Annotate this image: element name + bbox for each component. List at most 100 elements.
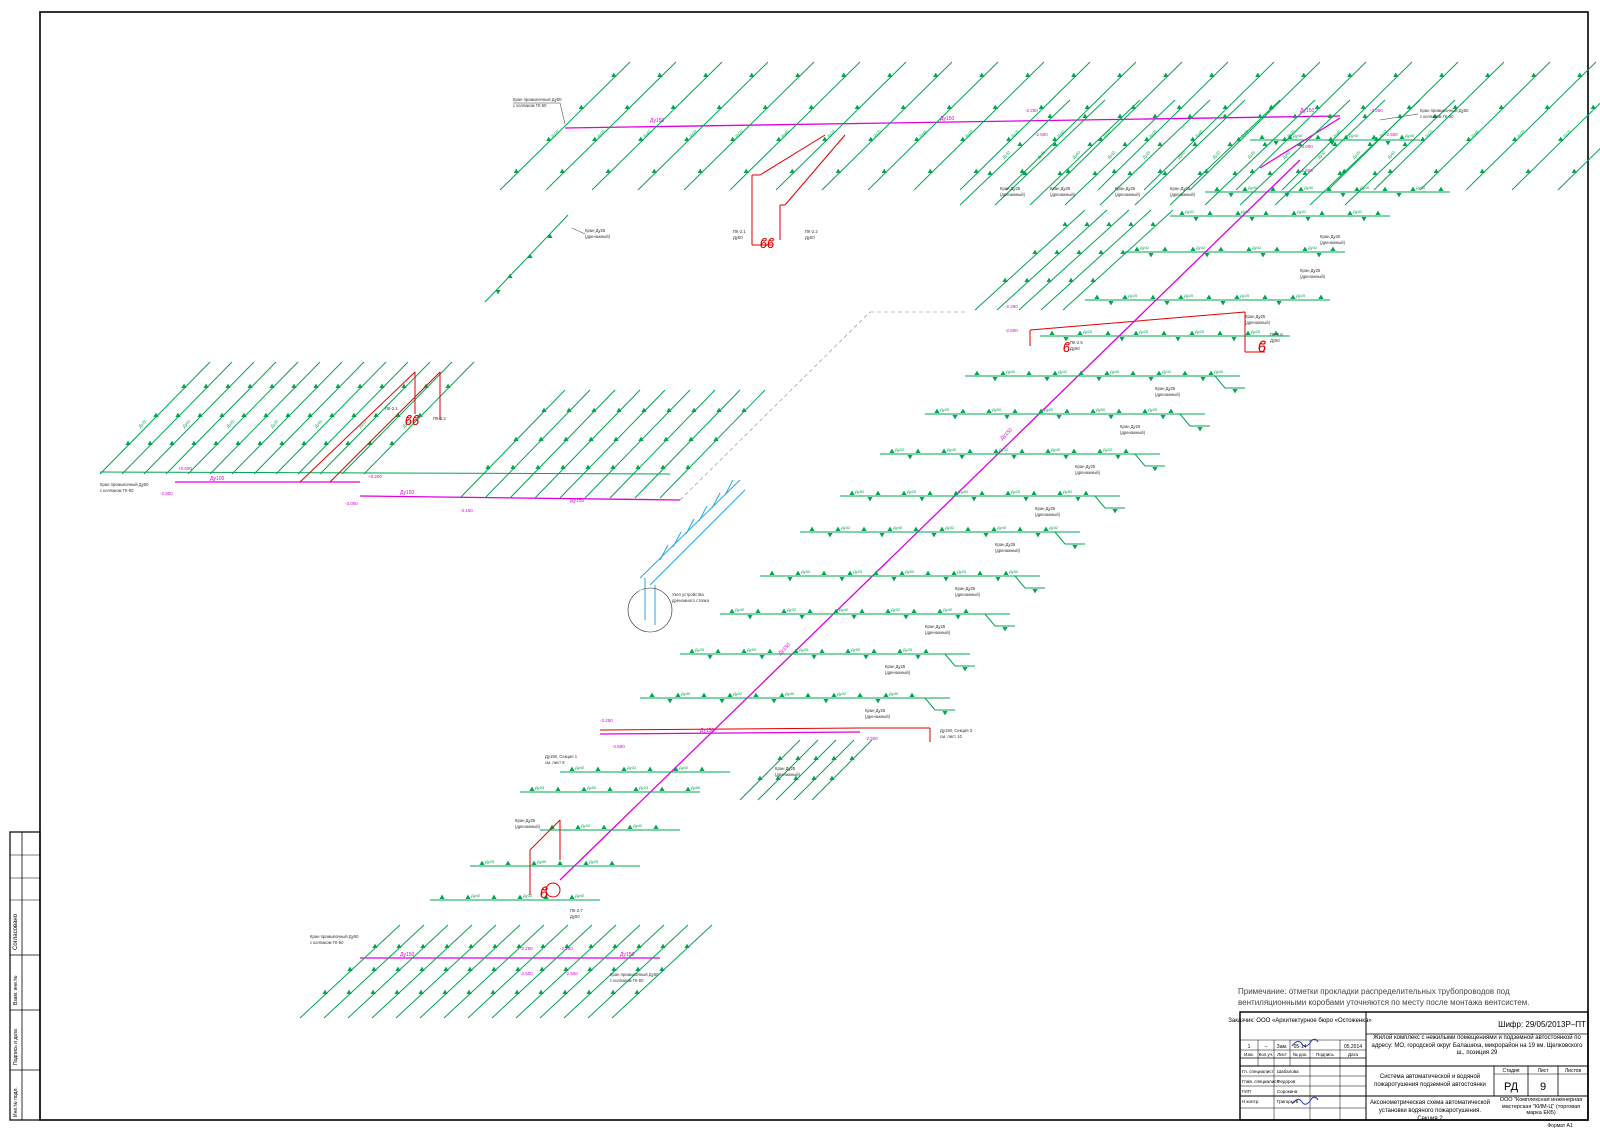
sprinkler-head-icon	[1329, 141, 1335, 146]
sprinkler-head-icon	[638, 136, 644, 141]
sprinkler-head-icon	[1297, 141, 1303, 146]
sprinkler-head-icon	[543, 894, 549, 899]
branch-pipe	[419, 924, 521, 1019]
sprinkler-head-icon	[329, 412, 335, 417]
sprinkler-head-icon	[418, 989, 424, 994]
sprinkler-head-icon	[466, 989, 472, 994]
sprinkler-head-icon	[927, 490, 933, 495]
branch-pipe	[637, 61, 769, 191]
sprinkler-head-icon	[827, 533, 833, 538]
sprinkler-head-icon	[675, 692, 681, 697]
branch-pipe	[1281, 61, 1413, 191]
sprinkler-head-icon	[401, 383, 407, 388]
detail-circle	[627, 587, 673, 633]
sprinkler-head-icon	[564, 943, 570, 948]
branch-label: Ду40	[1293, 133, 1303, 138]
sprinkler-head-icon	[973, 168, 979, 173]
branch-label: Ду32	[1103, 447, 1113, 452]
sprinkler-head-icon	[1302, 170, 1308, 175]
branch-label: Ду40	[1416, 185, 1426, 190]
sprinkler-head-icon	[1176, 104, 1182, 109]
sprinkler-head-icon	[505, 860, 511, 865]
tb-role: Гл. специалист	[1242, 1069, 1274, 1074]
sprinkler-head-icon	[685, 464, 691, 469]
branch-label: Ду50	[747, 647, 757, 652]
callout-text: (дренажный)	[995, 548, 1021, 553]
branch-pipe	[491, 924, 593, 1019]
sprinkler-head-icon	[1106, 221, 1112, 226]
branch-pipe	[587, 924, 689, 1019]
sprinkler-head-icon	[563, 966, 569, 971]
sprinkler-head-icon	[1292, 113, 1298, 118]
sprinkler-head-icon	[907, 455, 913, 460]
branch-label: Ду25	[903, 647, 913, 652]
sprinkler-head-icon	[1193, 217, 1199, 222]
sprinkler-head-icon	[1298, 186, 1304, 191]
sprinkler-head-icon	[1115, 455, 1121, 460]
elevation-label: +0.200	[368, 474, 382, 479]
sprinkler-head-icon	[301, 440, 307, 445]
branch-pipe	[1419, 61, 1551, 191]
callout-text: (дренажный)	[1170, 192, 1196, 197]
sprinkler-head-icon	[1267, 170, 1273, 175]
sprinkler-head-icon	[291, 383, 297, 388]
branch-label: Ду50	[959, 489, 969, 494]
sprinkler-head-icon	[1410, 186, 1416, 191]
sprinkler-head-icon	[835, 168, 841, 173]
sprinkler-head-icon	[1160, 415, 1166, 420]
tb-sheets-head: Листов	[1565, 1068, 1582, 1074]
sprinkler-head-icon	[927, 168, 933, 173]
sprinkler-head-icon	[1032, 249, 1038, 254]
sprinkler-head-icon	[1232, 389, 1238, 394]
branch-pipe	[913, 61, 1045, 191]
branch-label: Ду25	[1184, 293, 1194, 298]
sprinkler-head-icon	[491, 894, 497, 899]
sprinkler-head-icon	[943, 577, 949, 582]
sprinkler-head-icon	[395, 966, 401, 971]
branch-label: Ду32	[1058, 369, 1068, 374]
branch-label: Ду40	[575, 893, 585, 898]
branch-label: Ду40	[471, 893, 481, 898]
sprinkler-head-icon	[979, 72, 985, 77]
sprinkler-head-icon	[901, 490, 907, 495]
sprinkler-head-icon	[1192, 141, 1198, 146]
sprinkler-head-icon	[1032, 589, 1038, 594]
branch-pipe	[559, 389, 666, 499]
branch-label: Ду32	[841, 525, 851, 530]
sprinkler-head-icon	[887, 526, 893, 531]
tb-sheet-title-wrap: Аксонометрическая схема автоматической у…	[1370, 1100, 1490, 1120]
callout-text: Кран промывочный Ду50	[1420, 108, 1469, 113]
branch-pipe	[484, 214, 569, 303]
sprinkler-head-icon	[634, 989, 640, 994]
callout-text: Кран Ду25	[1075, 464, 1096, 469]
sprinkler-head-icon	[439, 894, 445, 899]
branch-pipe	[739, 739, 801, 801]
sprinkler-head-icon	[540, 943, 546, 948]
branch-pipe	[757, 739, 819, 801]
elevation-label: -2.250	[1370, 108, 1383, 113]
sprinkler-head-icon	[125, 440, 131, 445]
sprinkler-head-icon	[833, 608, 839, 613]
callout-text: Кран Ду25	[515, 818, 536, 823]
sprinkler-head-icon	[897, 648, 903, 653]
tb-revision-header: Изм.	[1244, 1052, 1254, 1057]
sprinkler-head-icon	[879, 533, 885, 538]
sprinkler-head-icon	[1065, 168, 1071, 173]
main-pipe-label: Ду100	[210, 476, 225, 482]
branch-pipe	[609, 389, 716, 499]
sprinkler-head-icon	[443, 966, 449, 971]
sprinkler-head-icon	[1090, 408, 1096, 413]
sprinkler-head-icon	[1005, 490, 1011, 495]
sprinkler-head-icon	[1217, 330, 1223, 335]
callout-text: Кран Ду25	[1050, 186, 1071, 191]
sprinkler-head-icon	[609, 860, 615, 865]
branch-label: Ду25	[1424, 128, 1435, 139]
branch-pipe	[323, 924, 425, 1019]
sprinkler-head-icon	[753, 692, 759, 697]
sprinkler-head-icon	[1512, 136, 1518, 141]
sprinkler-head-icon	[1341, 168, 1347, 173]
branch-label: Ду40	[1214, 369, 1224, 374]
sprinkler-head-icon	[1220, 301, 1226, 306]
tb-revision-cell: 05.2014	[1344, 1044, 1362, 1050]
